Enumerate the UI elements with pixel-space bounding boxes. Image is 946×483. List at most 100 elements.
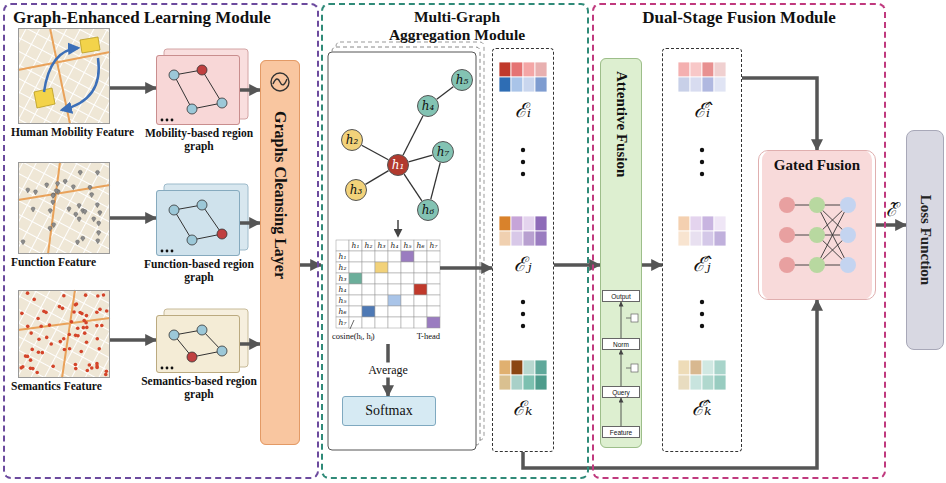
gate-unit xyxy=(809,197,825,213)
embedding-cell xyxy=(678,62,690,77)
box-label: Softmax xyxy=(343,397,435,425)
matrix-cell xyxy=(349,251,362,262)
poi-pin xyxy=(54,189,58,194)
semantic-dot xyxy=(79,350,83,354)
embedding-cell xyxy=(702,62,714,77)
graph-vertex xyxy=(197,65,207,75)
matrix-cell xyxy=(336,240,349,251)
gated-fusion: Gated Fusion xyxy=(758,150,876,300)
graph-node: h₃ xyxy=(345,179,367,201)
embedding-cell xyxy=(702,360,714,375)
graph-caption: Semantics-based region graph xyxy=(138,375,260,401)
matrix-cell xyxy=(388,306,401,317)
poi-pin xyxy=(48,209,52,214)
matrix-cell xyxy=(375,273,388,284)
graph-vertex xyxy=(217,346,227,356)
embedding-cell xyxy=(499,216,511,231)
semantic-dot xyxy=(95,310,99,314)
graph-edge xyxy=(404,174,422,201)
embedding-cell xyxy=(714,231,726,246)
matrix-cell xyxy=(401,262,414,273)
matrix-cell xyxy=(401,317,414,328)
more-dots xyxy=(166,250,169,253)
matrix-cell xyxy=(349,284,362,295)
more-dots xyxy=(521,300,525,304)
more-dots xyxy=(521,148,525,152)
maps xyxy=(18,28,110,378)
matrix-cell xyxy=(349,295,362,306)
flow-arrow xyxy=(621,350,622,386)
matrix-label: h₆ xyxy=(414,240,427,251)
embedding-cell xyxy=(511,360,523,375)
panel-title: Graph-Enhanced Learning Module xyxy=(13,8,271,28)
embedding-cell xyxy=(499,375,511,390)
matrix-cell xyxy=(336,284,349,295)
box-label: Gated Fusion xyxy=(759,157,875,174)
graph-vertex xyxy=(169,70,179,80)
semantic-dot xyxy=(95,324,99,328)
graph-edge xyxy=(362,145,389,159)
semantic-dot xyxy=(74,367,78,371)
main-road xyxy=(18,28,110,378)
poi-pin xyxy=(26,188,30,193)
poi-pin xyxy=(96,239,100,244)
poi-pin xyxy=(34,190,38,195)
matrix-cell xyxy=(362,240,375,251)
matrix-cell xyxy=(414,240,427,251)
matrix-cell xyxy=(362,284,375,295)
embedding-cell xyxy=(690,360,702,375)
matrix-cell xyxy=(427,262,440,273)
graph-edge xyxy=(403,116,423,155)
more-dots xyxy=(161,119,164,122)
graph-edge xyxy=(409,155,433,162)
matrix-cell xyxy=(349,317,362,328)
poi-pin xyxy=(74,212,78,217)
poi-pin xyxy=(90,193,94,198)
embedding-cell xyxy=(678,231,690,246)
semantic-dot xyxy=(20,312,24,316)
graph-edge xyxy=(202,70,222,103)
attention-wire xyxy=(626,368,631,369)
similarity-matrix: h₁h₂h₃h₄h₅h₆h₇h₁h₂h₃h₄h₅h₆h₇cosine(hᵢ, h… xyxy=(336,240,440,344)
embedding-cell xyxy=(523,216,535,231)
cleansing-icon xyxy=(271,73,289,91)
head-layer xyxy=(328,52,476,450)
semantic-dot xyxy=(102,293,106,297)
region-graph: Function-based region graph xyxy=(156,190,240,256)
more-dots xyxy=(171,367,174,370)
embedding-label: ℰₖ xyxy=(493,395,553,421)
semantic-dot xyxy=(37,337,41,341)
graph-node: h₇ xyxy=(432,141,454,163)
matrix-cell xyxy=(375,251,388,262)
poi-pin xyxy=(52,223,56,228)
matrix-label: h₁ xyxy=(349,240,362,251)
flow-arrow xyxy=(240,342,260,346)
poi-pin xyxy=(96,170,100,175)
cleansing-icon xyxy=(273,79,287,85)
attentive-fill xyxy=(600,58,642,448)
gate-unit xyxy=(779,197,795,213)
semantic-dot xyxy=(61,307,65,311)
semantic-dot xyxy=(62,337,66,341)
semantic-dot xyxy=(85,314,89,318)
embedding-label: ℰ̂ⱼ xyxy=(663,251,741,277)
matrix-cell xyxy=(414,284,427,295)
semantic-dot xyxy=(105,369,109,373)
poi-pin xyxy=(75,240,79,245)
function-map xyxy=(18,162,110,254)
matrix-cell xyxy=(336,306,349,317)
embedding-cell xyxy=(690,231,702,246)
poi-pin xyxy=(56,181,60,186)
graph-edge xyxy=(365,171,388,185)
poi-pin xyxy=(97,231,101,236)
matrix-cell xyxy=(375,306,388,317)
poi-pin xyxy=(95,203,99,208)
semantic-dot xyxy=(29,331,33,335)
matrix-cell xyxy=(414,262,427,273)
matrix-cell xyxy=(427,317,440,328)
graph-caption: Function-based region graph xyxy=(138,258,260,284)
matrix-cell xyxy=(388,251,401,262)
embedding-cell xyxy=(511,62,523,77)
more-dots xyxy=(700,172,704,176)
